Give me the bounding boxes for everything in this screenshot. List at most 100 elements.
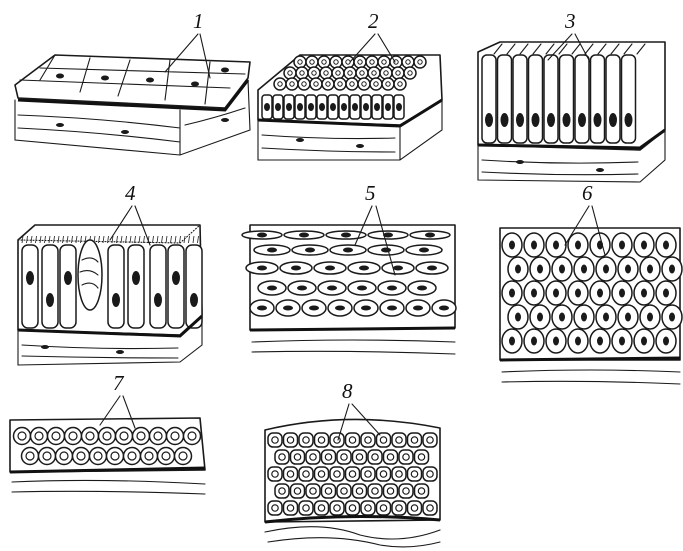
keratinocyte (346, 467, 360, 481)
nucleus (387, 306, 397, 311)
nucleus (297, 286, 307, 291)
cuboidal-cell-top (308, 67, 320, 79)
cuboidal-cell-top (332, 67, 344, 79)
cilium (36, 236, 37, 243)
nucleus (575, 337, 581, 346)
cuboidal-cell-top (392, 67, 404, 79)
nucleus (393, 266, 403, 271)
cuboidal-cell (90, 448, 107, 465)
keratinocyte (330, 433, 344, 447)
cuboidal-cell-top (380, 67, 392, 79)
nucleus (501, 113, 509, 127)
label-3: 3 (564, 9, 576, 33)
cell-apex (624, 44, 632, 54)
keratinocyte (299, 433, 313, 447)
cilium (45, 236, 46, 243)
nucleus (581, 313, 587, 322)
cell-apex (507, 44, 515, 54)
cuboidal-cell-top (320, 67, 332, 79)
cuboidal-cell-top (378, 56, 390, 68)
cuboidal-cell (99, 428, 116, 445)
cuboidal-cell (82, 428, 99, 445)
nucleus (305, 248, 315, 253)
cuboidal-cell-top (394, 78, 406, 90)
nucleus (154, 293, 162, 307)
nucleus (283, 306, 293, 311)
keratinocyte (423, 501, 437, 515)
nucleus (363, 103, 369, 111)
nucleus (553, 241, 559, 250)
cilium (171, 236, 172, 243)
cilium (63, 236, 64, 243)
nucleus (343, 248, 353, 253)
keratinocyte (377, 467, 391, 481)
nucleus (641, 241, 647, 250)
nucleus (532, 113, 540, 127)
keratinocyte (315, 433, 329, 447)
cuboidal-cell-top (366, 56, 378, 68)
nucleus (341, 103, 347, 111)
label-2: 2 (368, 9, 379, 33)
nucleus (325, 266, 335, 271)
nucleus (291, 266, 301, 271)
cell-apex (533, 44, 541, 54)
nucleus (647, 265, 653, 274)
cuboidal-cell-top (370, 78, 382, 90)
nucleus (619, 337, 625, 346)
nucleus (509, 337, 515, 346)
keratinocyte (368, 484, 382, 498)
columnar-cell (575, 55, 589, 143)
cilium (198, 236, 199, 243)
keratinocyte (392, 467, 406, 481)
label-4: 4 (125, 181, 136, 205)
nucleus (413, 306, 423, 311)
cuboidal-cell (158, 448, 175, 465)
ciliated-cell (186, 245, 202, 328)
nucleus (297, 103, 303, 111)
keratinocyte (361, 433, 375, 447)
nucleus (669, 265, 675, 274)
cell-apex (598, 44, 606, 54)
nucleus (387, 286, 397, 291)
label-8: 8 (342, 379, 353, 403)
cuboidal-cell-top (274, 78, 286, 90)
nucleus (385, 103, 391, 111)
cilium (139, 236, 140, 243)
keratinocyte (299, 467, 313, 481)
nucleus (425, 233, 435, 238)
nucleus (625, 113, 633, 127)
nucleus (112, 293, 120, 307)
nucleus (609, 113, 617, 127)
keratinocyte (384, 484, 398, 498)
cuboidal-cell-top (334, 78, 346, 90)
cuboidal-cell (150, 428, 167, 445)
columnar-cell (622, 55, 636, 143)
cell-apex (572, 44, 580, 54)
label-1: 1 (193, 9, 204, 33)
keratinocyte (291, 484, 305, 498)
label-7: 7 (113, 371, 125, 395)
panel-4-pseudostratified: 4 (18, 181, 202, 365)
cilium (54, 236, 55, 243)
keratinocyte (392, 501, 406, 515)
panel-1-simple-squamous: 1 (15, 9, 250, 155)
ciliated-cell (60, 245, 76, 328)
nucleus (581, 265, 587, 274)
cuboidal-cell-top (306, 56, 318, 68)
nucleus (352, 103, 358, 111)
cilium (103, 236, 104, 243)
cuboidal-cell (133, 428, 150, 445)
nucleus (172, 271, 180, 285)
cuboidal-cell (184, 428, 201, 445)
keratinocyte (399, 484, 413, 498)
nucleus (327, 286, 337, 291)
cilium (157, 236, 158, 243)
nucleus (64, 271, 72, 285)
label-6: 6 (582, 181, 593, 205)
nucleus (597, 289, 603, 298)
cuboidal-cell-top (342, 56, 354, 68)
keratinocyte (346, 433, 360, 447)
nucleus (578, 113, 586, 127)
cilium (27, 236, 28, 243)
cuboidal-cell (31, 428, 48, 445)
